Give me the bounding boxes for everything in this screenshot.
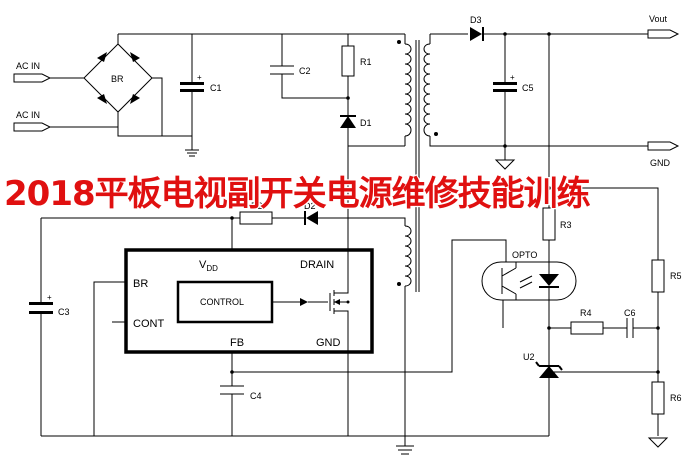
gnd-out-label: GND	[650, 158, 671, 168]
svg-text:+: +	[47, 293, 52, 302]
output-gnd: GND	[647, 141, 680, 168]
secondary-top	[429, 33, 468, 44]
r4-label: R4	[580, 308, 592, 318]
r6-label: R6	[670, 393, 682, 403]
c1-label: C1	[210, 83, 222, 93]
ic-cont-label: CONT	[133, 318, 164, 330]
page-title: 2018平板电视副开关电源维修技能训练	[4, 174, 591, 214]
ic-gnd-label: GND	[316, 337, 341, 349]
d1-label: D1	[360, 118, 372, 128]
ic-drain-label: DRAIN	[300, 259, 334, 271]
opto-label: OPTO	[512, 250, 537, 260]
ground-r6	[647, 437, 669, 448]
ac-in-2-label: AC IN	[16, 110, 40, 120]
switcher-ic: VDD DRAIN BR CONT FB GND CONTROL	[124, 248, 374, 354]
r3-label: R3	[560, 220, 572, 230]
ac-in-1-label: AC IN	[16, 61, 40, 71]
ic-fb-label: FB	[230, 337, 244, 349]
u2-label: U2	[523, 352, 535, 362]
capacitor-c6: C6	[603, 308, 660, 338]
c5-label: C5	[522, 83, 534, 93]
secondary-return	[429, 136, 648, 147]
shunt-regulator-u2: U2	[523, 328, 660, 436]
output-vout: Vout	[647, 14, 680, 39]
transformer	[397, 34, 438, 292]
diode-d3: D3	[470, 15, 648, 41]
bridge-rectifier: BR	[83, 34, 163, 137]
svg-text:+: +	[197, 73, 202, 82]
vout-label: Vout	[649, 14, 668, 24]
capacitor-c3: + C3	[29, 218, 70, 436]
ic-br-label: BR	[133, 278, 148, 290]
br-label: BR	[111, 74, 124, 84]
resistor-r6: R6	[651, 381, 682, 436]
ac-input-1: AC IN	[13, 61, 84, 83]
br-pin-wire	[93, 281, 126, 436]
resistor-r1: R1	[341, 34, 372, 112]
c3-label: C3	[58, 307, 70, 317]
control-block-label: CONTROL	[200, 297, 244, 307]
r2-label: R2	[251, 201, 263, 211]
svg-text:+: +	[510, 73, 515, 82]
d2-label: D2	[304, 201, 316, 211]
c6-label: C6	[624, 308, 636, 318]
mosfet	[308, 250, 350, 352]
capacitor-c2: C2	[270, 34, 348, 99]
r5-label: R5	[670, 271, 682, 281]
resistor-r5: R5	[651, 259, 682, 382]
r1-label: R1	[360, 57, 372, 67]
c4-label: C4	[250, 391, 262, 401]
d3-label: D3	[470, 15, 482, 25]
diode-d1: D1	[340, 112, 405, 147]
ground-c5	[494, 159, 516, 170]
capacitor-c1: + C1	[162, 34, 222, 157]
c2-label: C2	[299, 66, 311, 76]
capacitor-c4: C4	[220, 385, 262, 436]
ground-c1	[185, 149, 199, 157]
ground-bottom	[396, 436, 414, 455]
resistor-r3: R3	[542, 207, 572, 256]
capacitor-c5: + C5	[493, 32, 534, 170]
diode-d2: D2	[272, 201, 406, 226]
optocoupler: OPTO	[232, 239, 577, 373]
ic-vdd-label: VDD	[199, 259, 218, 273]
